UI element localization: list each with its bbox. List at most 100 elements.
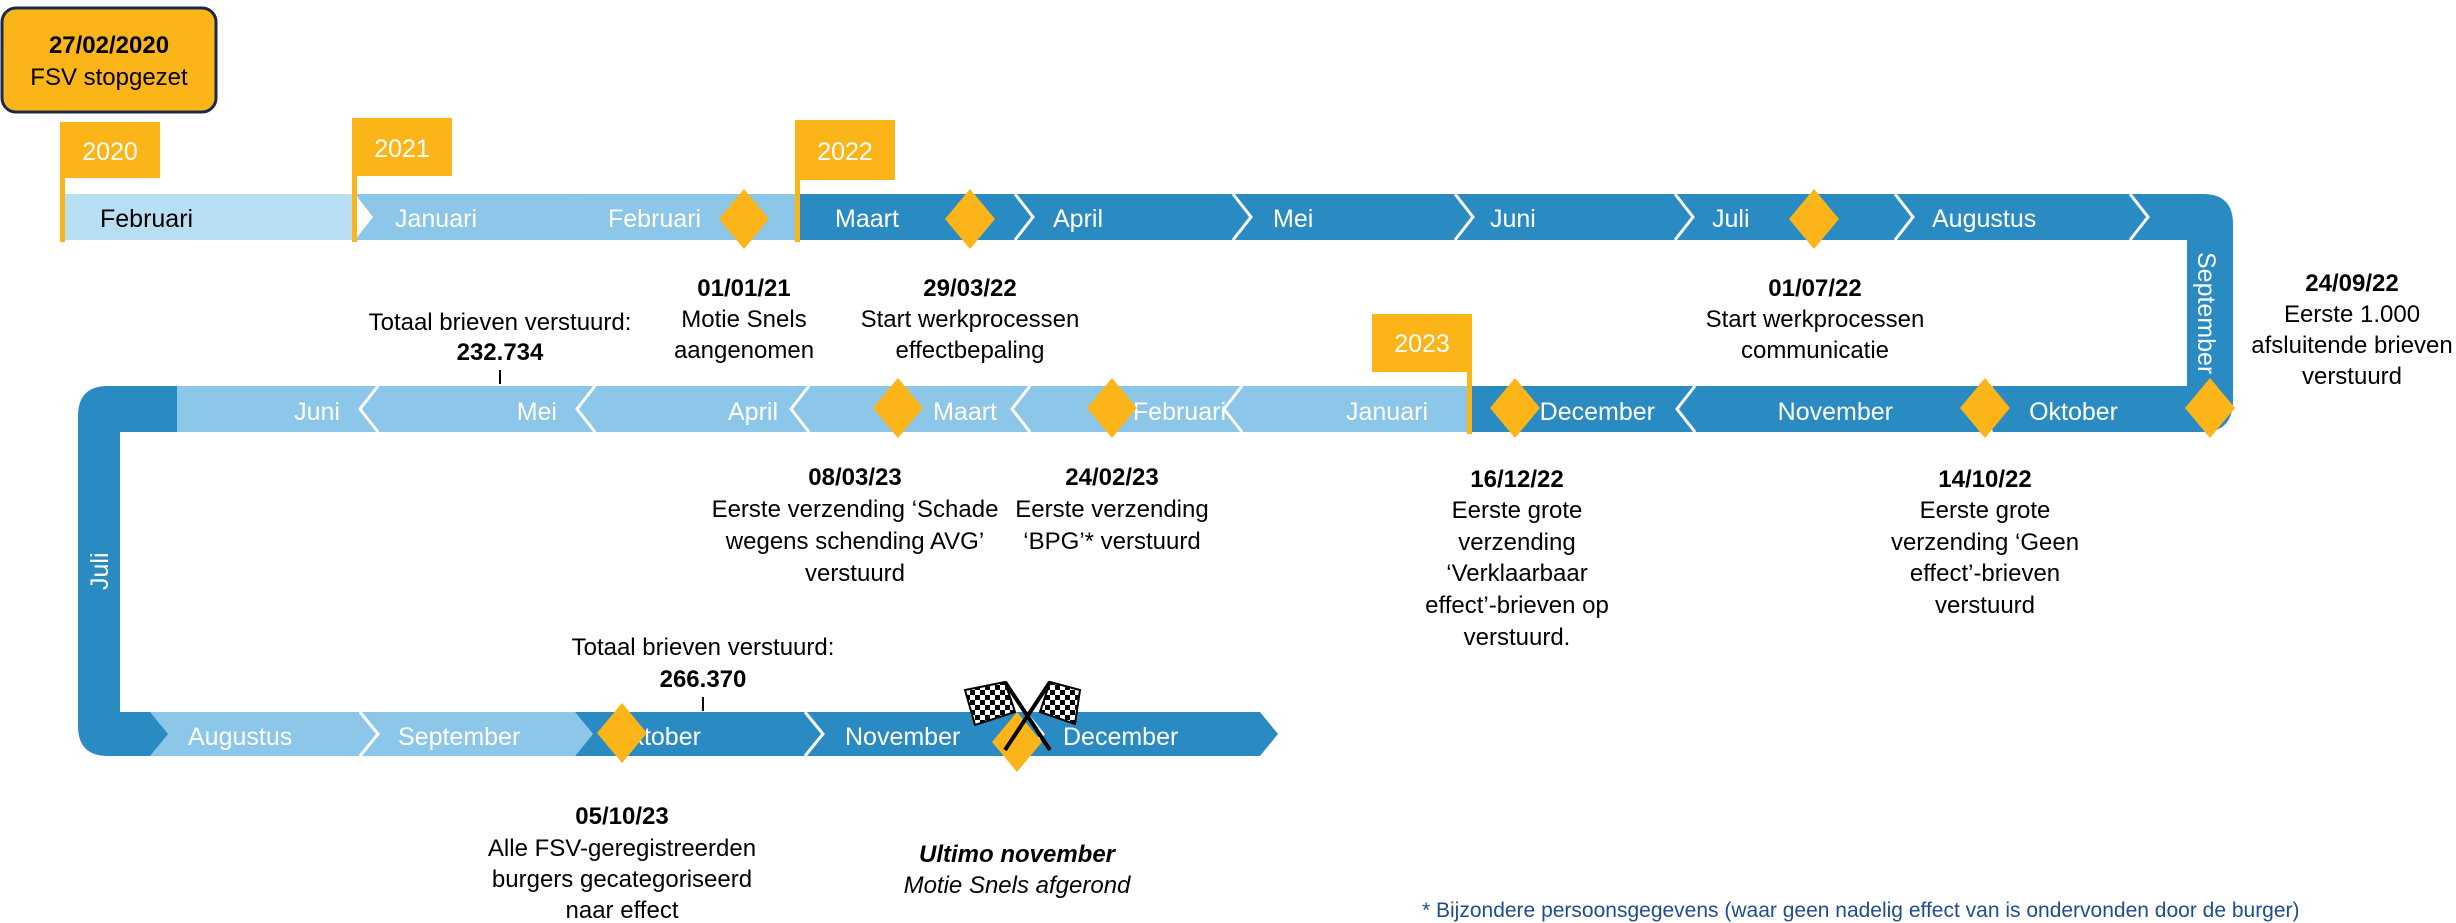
timeline-row-2: Juni Mei April Maart Februari Januari De…	[177, 385, 2140, 433]
event-text: verzending	[1458, 529, 1575, 556]
bend-right-shape	[2120, 194, 2233, 432]
month-label: Mei	[1273, 205, 1313, 233]
event-2023-10: 05/10/23 Alle FSV-geregistreerden burger…	[488, 803, 756, 923]
row3-segment-okt-dec	[575, 712, 1278, 756]
event-text: Motie Snels	[681, 306, 806, 333]
event-title: Ultimo november	[919, 841, 1117, 868]
month-label: Juni	[294, 398, 340, 426]
milestone-diamond	[873, 378, 923, 438]
event-text: Start werkprocessen	[861, 306, 1080, 333]
event-date: 16/12/22	[1470, 466, 1563, 493]
timeline-bend-right: September	[2120, 193, 2233, 432]
milestone-diamond	[597, 703, 647, 763]
milestone-diamond	[719, 189, 769, 249]
event-2022-12: 16/12/22 Eerste grote verzending ‘Verkla…	[1425, 466, 1609, 651]
milestone-diamond	[945, 189, 995, 249]
month-label: April	[1053, 205, 1103, 233]
month-label-juli: Juli	[86, 552, 114, 590]
total-value: 232.734	[457, 339, 544, 366]
month-label: December	[1540, 398, 1655, 426]
milestone-diamond	[992, 712, 1042, 772]
bend-left-shape	[78, 386, 177, 756]
event-date: 08/03/23	[808, 464, 901, 491]
event-text: Motie Snels afgerond	[904, 872, 1131, 899]
event-text: Eerste grote	[1452, 497, 1583, 524]
month-label: Februari	[1133, 398, 1226, 426]
event-date: 24/09/22	[2305, 270, 2398, 297]
total-oct: Totaal brieven verstuurd: 266.370	[572, 634, 835, 711]
year-flag-2021: 2021	[352, 118, 452, 242]
event-2022-07: 01/07/22 Start werkprocessen communicati…	[1706, 275, 1925, 364]
year-label: 2023	[1394, 330, 1450, 358]
start-box-date: 27/02/2020	[49, 32, 169, 59]
event-final: Ultimo november Motie Snels afgerond	[904, 841, 1131, 899]
milestone-diamond	[1960, 378, 2010, 438]
event-text: effect’-brieven op	[1425, 592, 1609, 619]
event-text: Eerste verzending	[1015, 496, 1208, 523]
event-2022-03: 29/03/22 Start werkprocessen effectbepal…	[861, 275, 1080, 364]
month-label: September	[398, 723, 520, 751]
total-may: Totaal brieven verstuurd: 232.734	[369, 309, 631, 384]
event-date: 24/02/23	[1065, 464, 1158, 491]
month-label: Maart	[933, 398, 997, 426]
event-text: ‘BPG’* verstuurd	[1023, 528, 1200, 555]
month-label: Juni	[1490, 205, 1536, 233]
event-text: Eerste 1.000	[2284, 301, 2420, 328]
event-text: afsluitende brieven	[2251, 332, 2452, 359]
event-date: 01/07/22	[1768, 275, 1861, 302]
timeline-row-3: Augustus September Oktober November Dece…	[150, 711, 1278, 757]
year-label: 2020	[82, 138, 138, 166]
year-label: 2022	[817, 138, 873, 166]
event-date: 05/10/23	[575, 803, 668, 830]
event-text: Alle FSV-geregistreerden	[488, 835, 756, 862]
month-label: Juli	[1712, 205, 1750, 233]
month-label: Februari	[100, 205, 193, 233]
milestone-diamond	[1087, 378, 1137, 438]
milestone-diamond	[2185, 378, 2235, 438]
event-2022-10: 14/10/22 Eerste grote verzending ‘Geen e…	[1891, 466, 2079, 619]
event-text: aangenomen	[674, 337, 814, 364]
timeline-bend-left: Juli	[78, 386, 177, 756]
checkered-flags-icon	[963, 680, 1082, 752]
event-2022-09: 24/09/22 Eerste 1.000 afsluitende brieve…	[2251, 270, 2452, 390]
footnote: * Bijzondere persoonsgegevens (waar geen…	[1422, 899, 2300, 922]
event-text: verstuurd	[2302, 363, 2402, 390]
event-text: wegens schending AVG’	[725, 528, 984, 555]
month-label: Februari	[608, 205, 701, 233]
event-text: verstuurd	[805, 560, 905, 587]
event-text: verstuurd.	[1464, 624, 1571, 651]
year-flag-2022: 2022	[795, 120, 895, 242]
event-2023-03: 08/03/23 Eerste verzending ‘Schade wegen…	[712, 464, 999, 587]
row1-segment-februari-2020	[62, 194, 355, 240]
row1-segment-januari	[355, 194, 590, 240]
month-label: April	[728, 398, 778, 426]
month-label: November	[845, 723, 960, 751]
event-text: effectbepaling	[895, 337, 1044, 364]
row3-segment-aug-sep	[150, 712, 593, 756]
event-text: Start werkprocessen	[1706, 306, 1925, 333]
month-label-september: September	[2192, 252, 2220, 374]
row2-segment-2023	[177, 386, 1467, 432]
event-text: naar effect	[566, 897, 679, 923]
year-flag-2020: 2020	[60, 122, 160, 242]
milestone-diamond	[1490, 378, 1540, 438]
month-label: Januari	[1346, 398, 1428, 426]
month-label: Augustus	[1932, 205, 2036, 233]
month-label: Oktober	[2029, 398, 2118, 426]
event-text: effect’-brieven	[1910, 560, 2060, 587]
event-text: Eerste verzending ‘Schade	[712, 496, 999, 523]
month-label: November	[1778, 398, 1893, 426]
total-value: 266.370	[660, 666, 747, 693]
month-label: Maart	[835, 205, 899, 233]
start-box: 27/02/2020 FSV stopgezet	[0, 6, 218, 114]
month-label: Mei	[517, 398, 557, 426]
event-2023-02: 24/02/23 Eerste verzending ‘BPG’* verstu…	[1015, 464, 1208, 555]
month-label: December	[1063, 723, 1178, 751]
event-2021: 01/01/21 Motie Snels aangenomen	[674, 275, 814, 364]
milestone-diamond	[1789, 189, 1839, 249]
year-flag-2023: 2023	[1372, 314, 1472, 434]
total-label: Totaal brieven verstuurd:	[572, 634, 835, 661]
event-date: 14/10/22	[1938, 466, 2031, 493]
month-label: Januari	[395, 205, 477, 233]
